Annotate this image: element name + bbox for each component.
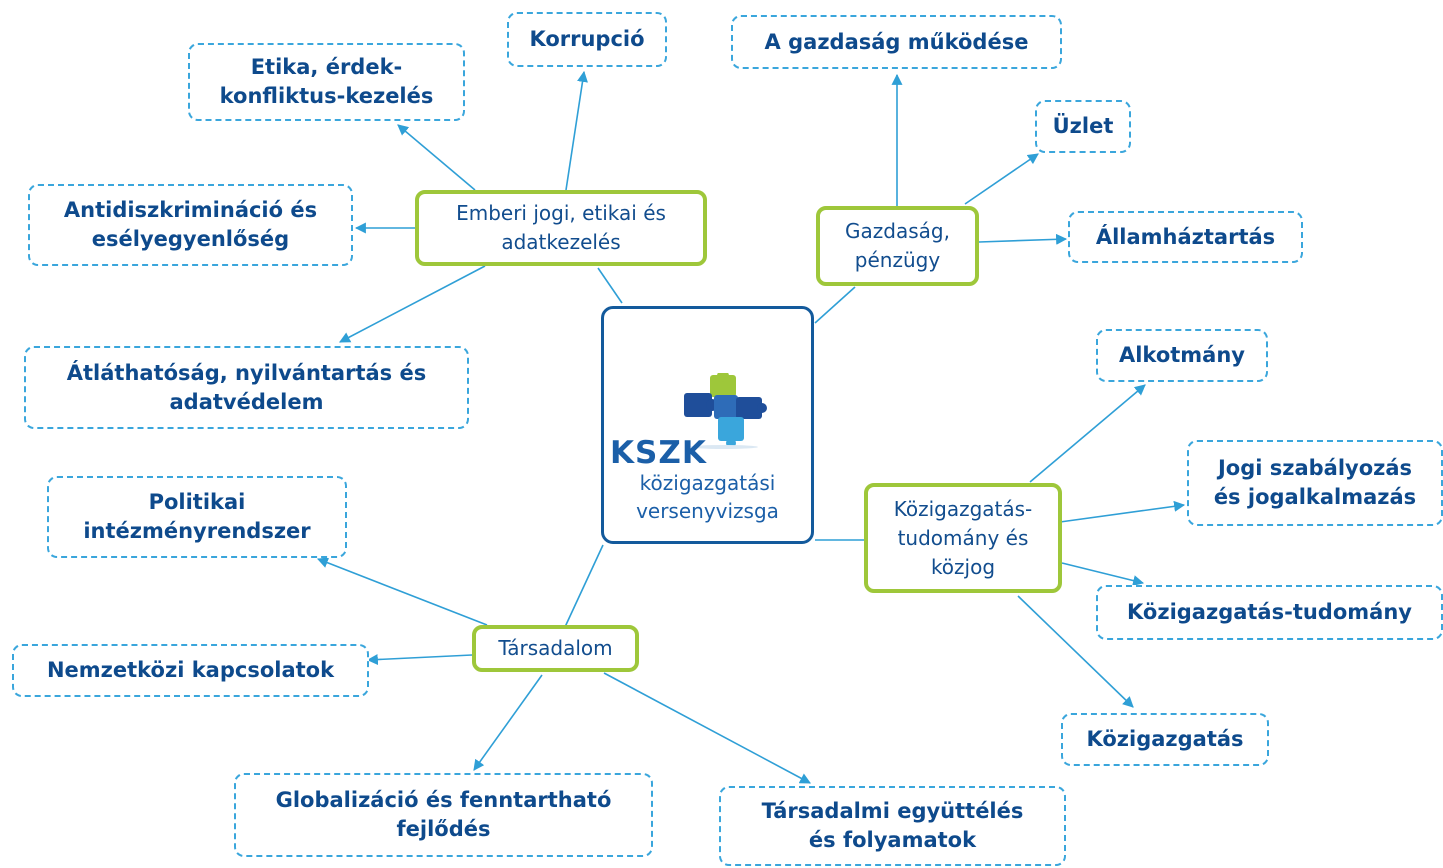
- arrow-atlathatosag: [339, 265, 486, 343]
- topic-society: Társadalom: [472, 625, 639, 672]
- arrow-kozigazgatas: [1017, 595, 1134, 708]
- arrow-tarsadalmi: [603, 672, 811, 784]
- leaf-politikai: Politikai intézményrendszer: [47, 476, 347, 558]
- leaf-atlathatosag: Átláthatóság, nyilvántartás és adatvédel…: [24, 346, 469, 429]
- link-center-economy: [814, 286, 856, 324]
- leaf-jogi-szabalyozas: Jogi szabályozás és jogalkalmazás: [1187, 440, 1443, 526]
- leaf-allamhaztartas: Államháztartás: [1068, 211, 1303, 263]
- topic-economy: Gazdaság, pénzügy: [816, 206, 979, 286]
- arrow-kozig-tudomany: [1061, 562, 1145, 586]
- leaf-alkotmany: Alkotmány: [1096, 329, 1268, 382]
- leaf-nemzetkozi: Nemzetközi kapcsolatok: [12, 644, 369, 697]
- arrow-allamhaztartas: [978, 233, 1068, 245]
- leaf-uzlet: Üzlet: [1035, 100, 1131, 153]
- arrow-alkotmany: [1029, 384, 1146, 483]
- arrow-etika: [397, 124, 476, 191]
- center-node: KSZK közigazgatási versenyvizsga: [601, 306, 814, 544]
- leaf-antidiszkriminacio: Antidiszkrimináció és esélyegyenlőség: [28, 184, 353, 266]
- arrow-nemzetkozi: [366, 654, 473, 666]
- arrow-politikai: [316, 557, 488, 626]
- leaf-korrupcio: Korrupció: [507, 12, 667, 67]
- leaf-gazdasag-mukodese: A gazdaság működése: [731, 15, 1062, 69]
- arrow-jogi: [1059, 500, 1186, 523]
- arrow-korrupcio: [565, 70, 588, 191]
- leaf-globalizacio: Globalizáció és fenntartható fejlődés: [234, 773, 653, 857]
- leaf-kozigazgatas-tudomany: Közigazgatás-tudomány: [1096, 585, 1443, 640]
- leaf-tarsadalmi: Társadalmi együttélés és folyamatok: [719, 786, 1066, 866]
- topic-human-rights: Emberi jogi, etikai és adatkezelés: [415, 190, 707, 266]
- leaf-kozigazgatas: Közigazgatás: [1061, 713, 1269, 766]
- center-subtitle: közigazgatási versenyvizsga: [636, 471, 779, 523]
- arrow-uzlet: [964, 153, 1039, 205]
- topic-public-admin: Közigazgatás- tudomány és közjog: [864, 483, 1062, 593]
- link-center-human-rights: [597, 267, 623, 304]
- leaf-etika: Etika, érdek- konfliktus-kezelés: [188, 43, 465, 121]
- kszk-logo-text: KSZK: [610, 435, 707, 471]
- puzzle-pieces-icon: [684, 373, 767, 449]
- link-center-society: [564, 544, 604, 628]
- arrow-globalizacio: [473, 674, 543, 771]
